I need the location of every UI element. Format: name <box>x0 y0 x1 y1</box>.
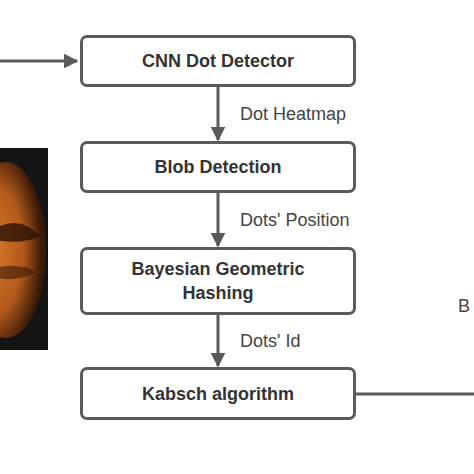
edge-label: Dot Heatmap <box>240 104 346 124</box>
box-label: CNN Dot Detector <box>142 49 294 73</box>
process-box: CNN Dot Detector <box>80 35 356 87</box>
cut-off-label: B <box>458 296 470 317</box>
edge-label: Dots' Id <box>240 331 300 351</box>
process-box: Bayesian Geometric Hashing <box>80 247 356 315</box>
box-label: Kabsch algorithm <box>142 382 294 406</box>
input-image-shade <box>0 266 36 279</box>
flow-arrow <box>217 87 220 140</box>
input-image-frame <box>0 148 48 350</box>
box-label: Blob Detection <box>154 155 281 179</box>
process-box: Blob Detection <box>80 141 356 193</box>
output-line <box>356 393 474 396</box>
flow-arrow <box>217 193 220 246</box>
flow-arrow <box>217 315 220 366</box>
input-image-shade <box>0 223 40 242</box>
process-box: Kabsch algorithm <box>80 367 356 420</box>
input-image-blob <box>0 162 46 338</box>
box-label: Bayesian Geometric Hashing <box>108 257 328 305</box>
input-arrow <box>0 60 77 63</box>
edge-label: Dots' Position <box>240 210 350 230</box>
